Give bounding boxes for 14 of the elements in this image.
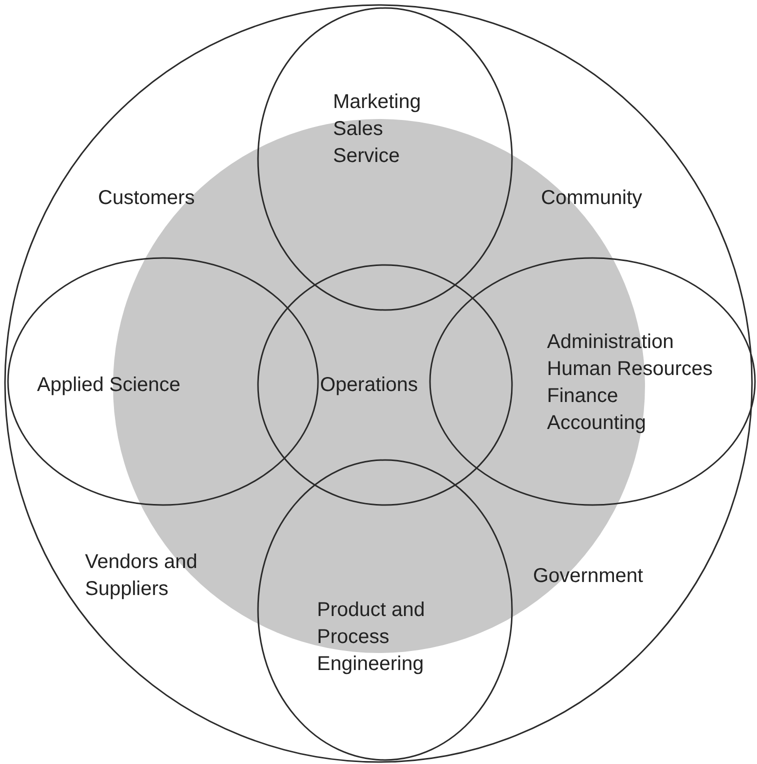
ellipse (258, 8, 512, 310)
region-label: Operations (320, 373, 418, 398)
region-label: Government (533, 564, 644, 589)
ellipse (258, 460, 512, 760)
region-label: Applied Science (37, 373, 180, 398)
ellipse (430, 258, 755, 505)
region-label: Community (541, 186, 642, 211)
region-label: Product and Process Engineering (317, 598, 426, 677)
ellipse (8, 258, 318, 505)
region-label: Customers (98, 186, 195, 211)
region-label: Vendors and Suppliers (85, 550, 198, 602)
region-label: Administration Human Resources Finance Accounting (547, 330, 714, 436)
region-label: Marketing Sales Service (333, 90, 422, 169)
ellipse (258, 265, 512, 505)
